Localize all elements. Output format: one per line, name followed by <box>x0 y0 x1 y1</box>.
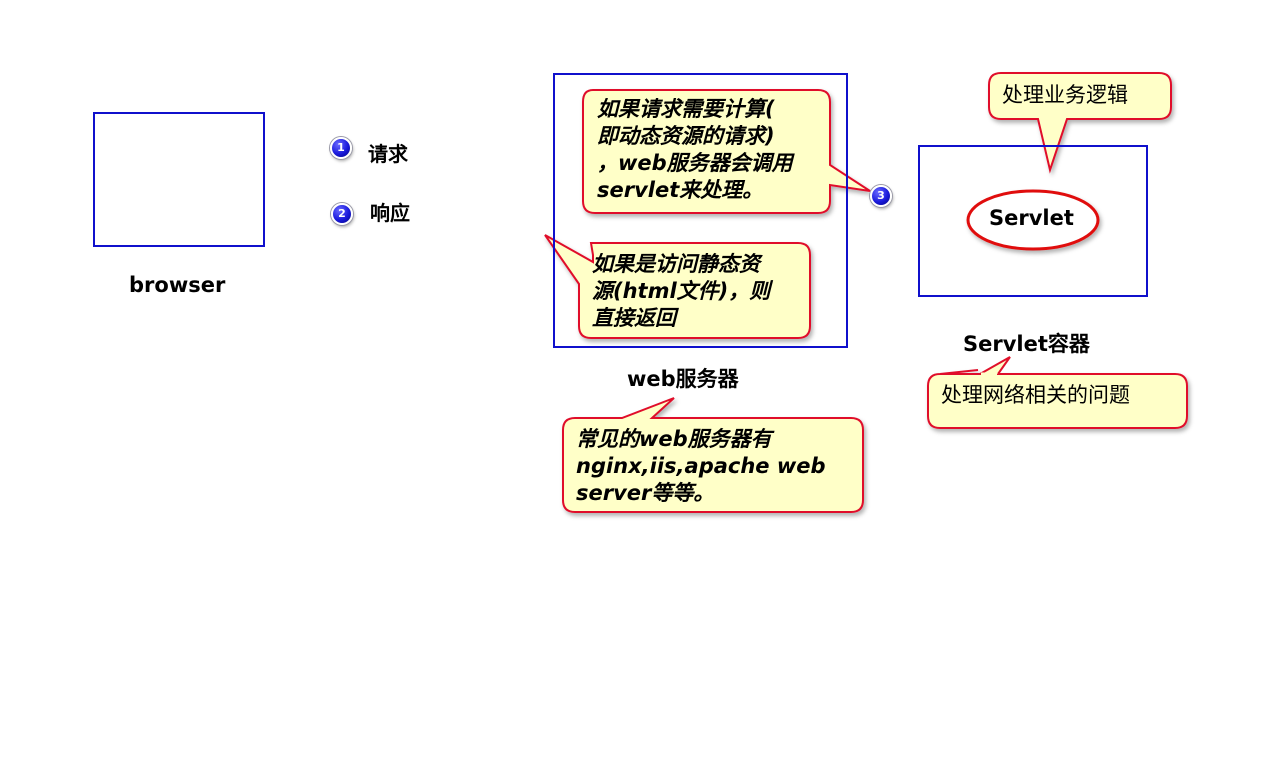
step-1-badge: 1 <box>330 137 352 159</box>
dynamic-callout-line-4: servlet来处理。 <box>597 178 764 202</box>
dynamic-callout-bubble <box>582 89 871 214</box>
static-callout-line-2: 源(html文件)，则 <box>592 279 771 303</box>
servlet-container-box <box>918 145 1148 297</box>
static-callout-line-3: 直接返回 <box>592 306 676 330</box>
step-2-badge: 2 <box>331 203 353 225</box>
static-callout-line-1: 如果是访问静态资 <box>592 252 760 276</box>
response-label: 响应 <box>370 201 410 225</box>
servlet-container-label: Servlet容器 <box>963 332 1090 356</box>
browser-label: browser <box>129 273 226 297</box>
web-server-label: web服务器 <box>627 367 739 391</box>
dynamic-callout-line-2: 即动态资源的请求) <box>597 124 775 148</box>
common-servers-line-1: 常见的web服务器有 <box>576 427 772 451</box>
network-callout-bubble <box>927 369 1188 429</box>
browser-box <box>93 112 265 247</box>
servlet-ellipse <box>966 189 1100 251</box>
common-servers-line-3: server等等。 <box>576 481 715 505</box>
common-servers-line-2: nginx,iis,apache web <box>576 454 826 478</box>
common-servers-callout-bubble <box>562 397 864 513</box>
servlet-label: Servlet <box>989 206 1074 230</box>
request-label: 请求 <box>368 142 408 166</box>
business-logic-callout-text: 处理业务逻辑 <box>1002 83 1128 107</box>
business-logic-callout-bubble <box>988 72 1172 174</box>
network-callout-text: 处理网络相关的问题 <box>941 383 1130 407</box>
static-callout-bubble <box>544 234 811 339</box>
web-server-box <box>553 73 848 348</box>
step-3-badge: 3 <box>870 185 892 207</box>
dynamic-callout-line-3: ，web服务器会调用 <box>597 151 793 175</box>
dynamic-callout-line-1: 如果请求需要计算( <box>597 97 775 121</box>
